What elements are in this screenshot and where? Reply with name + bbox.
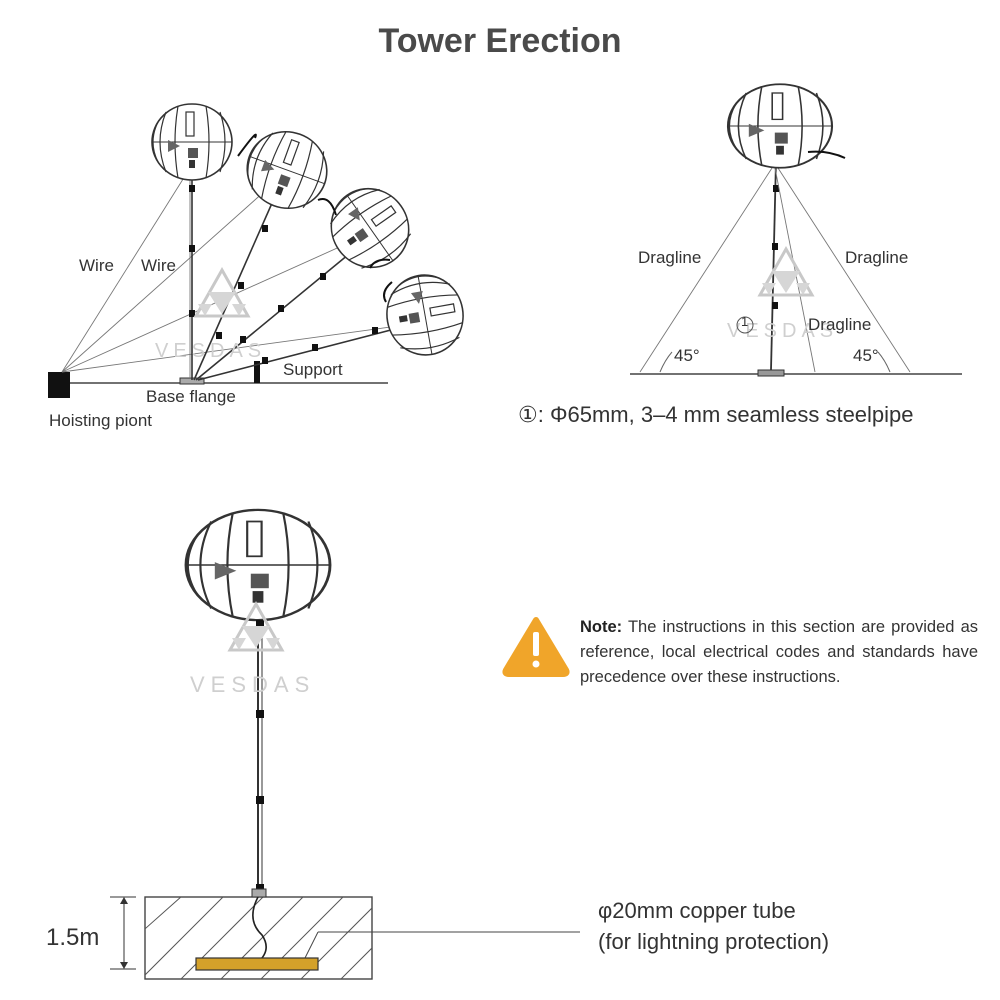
lightning-protection-label: (for lightning protection) xyxy=(598,929,830,954)
angle-right-label: 45° xyxy=(853,346,879,365)
wire-label-1: Wire xyxy=(79,256,114,275)
right-dragline-diagram: VESDAS xyxy=(630,83,962,377)
wire-label-2: Wire xyxy=(141,256,176,275)
left-erection-diagram: VESDAS xyxy=(48,103,471,398)
note-body: The instructions in this section are pro… xyxy=(580,618,978,686)
dragline-right-label: Dragline xyxy=(845,248,909,267)
warning-icon xyxy=(502,617,570,677)
angle-left-label: 45° xyxy=(674,346,700,365)
watermark-left: VESDAS xyxy=(155,340,266,362)
note-prefix: Note: xyxy=(580,618,623,636)
dragline-center-label: Dragline xyxy=(808,315,872,334)
base-flange-label: Base flange xyxy=(146,387,236,406)
support-label: Support xyxy=(283,360,343,379)
dragline-left-label: Dragline xyxy=(638,248,702,267)
copper-tube xyxy=(195,957,319,971)
support-post xyxy=(254,361,260,383)
watermark-right: VESDAS xyxy=(727,320,838,342)
foundation-diagram: VESDAS xyxy=(110,508,580,980)
marker-label: 1 xyxy=(741,314,749,329)
copper-tube-label: φ20mm copper tube xyxy=(598,898,796,923)
note-text: Note: The instructions in this section a… xyxy=(580,615,978,690)
page-title: Tower Erection xyxy=(378,22,622,60)
hoisting-point-block xyxy=(48,372,70,398)
pipe-spec-text: ①: Φ65mm, 3–4 mm seamless steelpipe xyxy=(518,402,914,427)
watermark-bottom: VESDAS xyxy=(190,672,315,697)
hoisting-point-label: Hoisting piont xyxy=(49,411,153,430)
depth-label: 1.5m xyxy=(46,924,100,951)
